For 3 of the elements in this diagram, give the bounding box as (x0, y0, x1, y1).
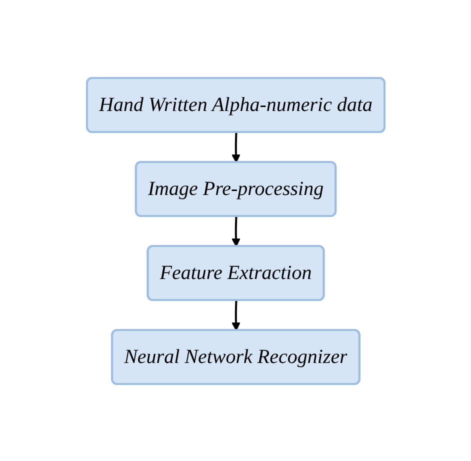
arrow (231, 132, 240, 162)
arrow (231, 300, 240, 330)
arrow (231, 216, 240, 246)
